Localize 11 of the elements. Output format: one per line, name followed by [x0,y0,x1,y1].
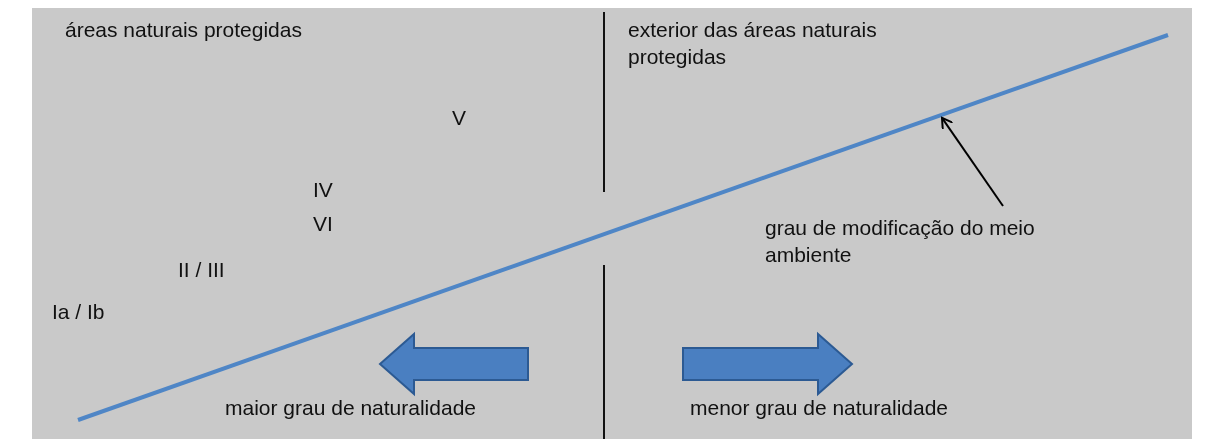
leader-text: grau de modificação do meio ambiente [765,214,1065,269]
category-label: II / III [178,257,225,283]
area-heading: exterior das áreas naturais protegidas [628,17,878,71]
category-label: V [452,105,466,131]
area-heading: áreas naturais protegidas [65,17,303,43]
arrow-caption: maior grau de naturalidade [225,395,476,421]
category-label: VI [313,211,333,237]
category-label: Ia / Ib [52,299,105,325]
arrow-caption: menor grau de naturalidade [690,395,948,421]
category-label: IV [313,177,333,203]
leader-line [941,116,1004,207]
